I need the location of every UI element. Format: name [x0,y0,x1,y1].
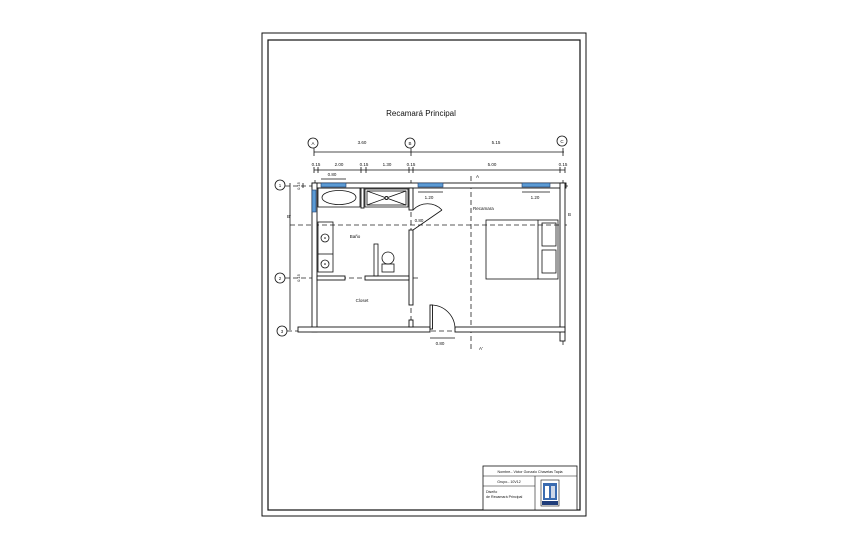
bathtub [317,187,361,208]
svg-text:0.15: 0.15 [296,181,301,190]
sheet-border-inner [267,39,581,511]
svg-text:0.15: 0.15 [559,162,568,167]
dim-bath-door: 0.80 [415,218,424,223]
dim-window-b: 1.20 [425,195,434,200]
section-b-prime: B' [287,214,291,219]
title-block-design-1: Diseño [486,490,497,494]
svg-text:0.15: 0.15 [296,273,301,282]
shower [364,188,409,208]
section-a-prime: A' [479,346,483,351]
svg-text:1.30: 1.30 [383,162,392,167]
dim-tub-window: 0.80 [328,172,337,177]
dim-window-c: 1.20 [531,195,540,200]
toilet [373,243,395,277]
section-a: A [476,174,479,179]
sheet-border-outer [261,32,587,517]
section-b: B [568,212,571,217]
bed [485,219,559,280]
grid-rows: 1 2 3 0.15 0.15 [274,179,304,337]
svg-text:2.00: 2.00 [335,162,344,167]
sheet-title: Recamará Principal [386,109,456,118]
svg-text:0.15: 0.15 [360,162,369,167]
title-block-group: Grupo.- 10V12 [497,480,521,484]
svg-text:2: 2 [279,276,282,281]
school-logo [540,479,560,507]
svg-text:0.15: 0.15 [407,162,416,167]
sinks [317,221,334,273]
title-block-design-2: de Recamará Principal [486,495,523,499]
room-label-bath: Baño [350,234,361,239]
grid-columns: A B C 3.60 5.15 0.15 2.00 0.15 1.30 0.15… [307,135,568,173]
svg-text:A: A [311,141,314,146]
room-label-closet: Closet [356,298,370,303]
svg-text:C: C [560,139,564,144]
dim-entry-door: 0.80 [436,341,445,346]
title-block-name: Nombre.- Victor Gonzalo Chavelas Tapia [498,470,563,474]
svg-text:0.15: 0.15 [312,162,321,167]
svg-text:5.15: 5.15 [492,140,501,145]
svg-text:1: 1 [279,183,282,188]
windows [311,178,551,213]
svg-text:3.60: 3.60 [358,140,367,145]
bath-door [412,203,443,231]
svg-text:B: B [408,141,411,146]
svg-text:3: 3 [281,329,284,334]
entry-door [429,304,456,339]
svg-text:5.00: 5.00 [488,162,497,167]
room-label-bedroom: Recamara [473,206,494,211]
title-block: Nombre.- Victor Gonzalo Chavelas Tapia G… [482,465,578,511]
